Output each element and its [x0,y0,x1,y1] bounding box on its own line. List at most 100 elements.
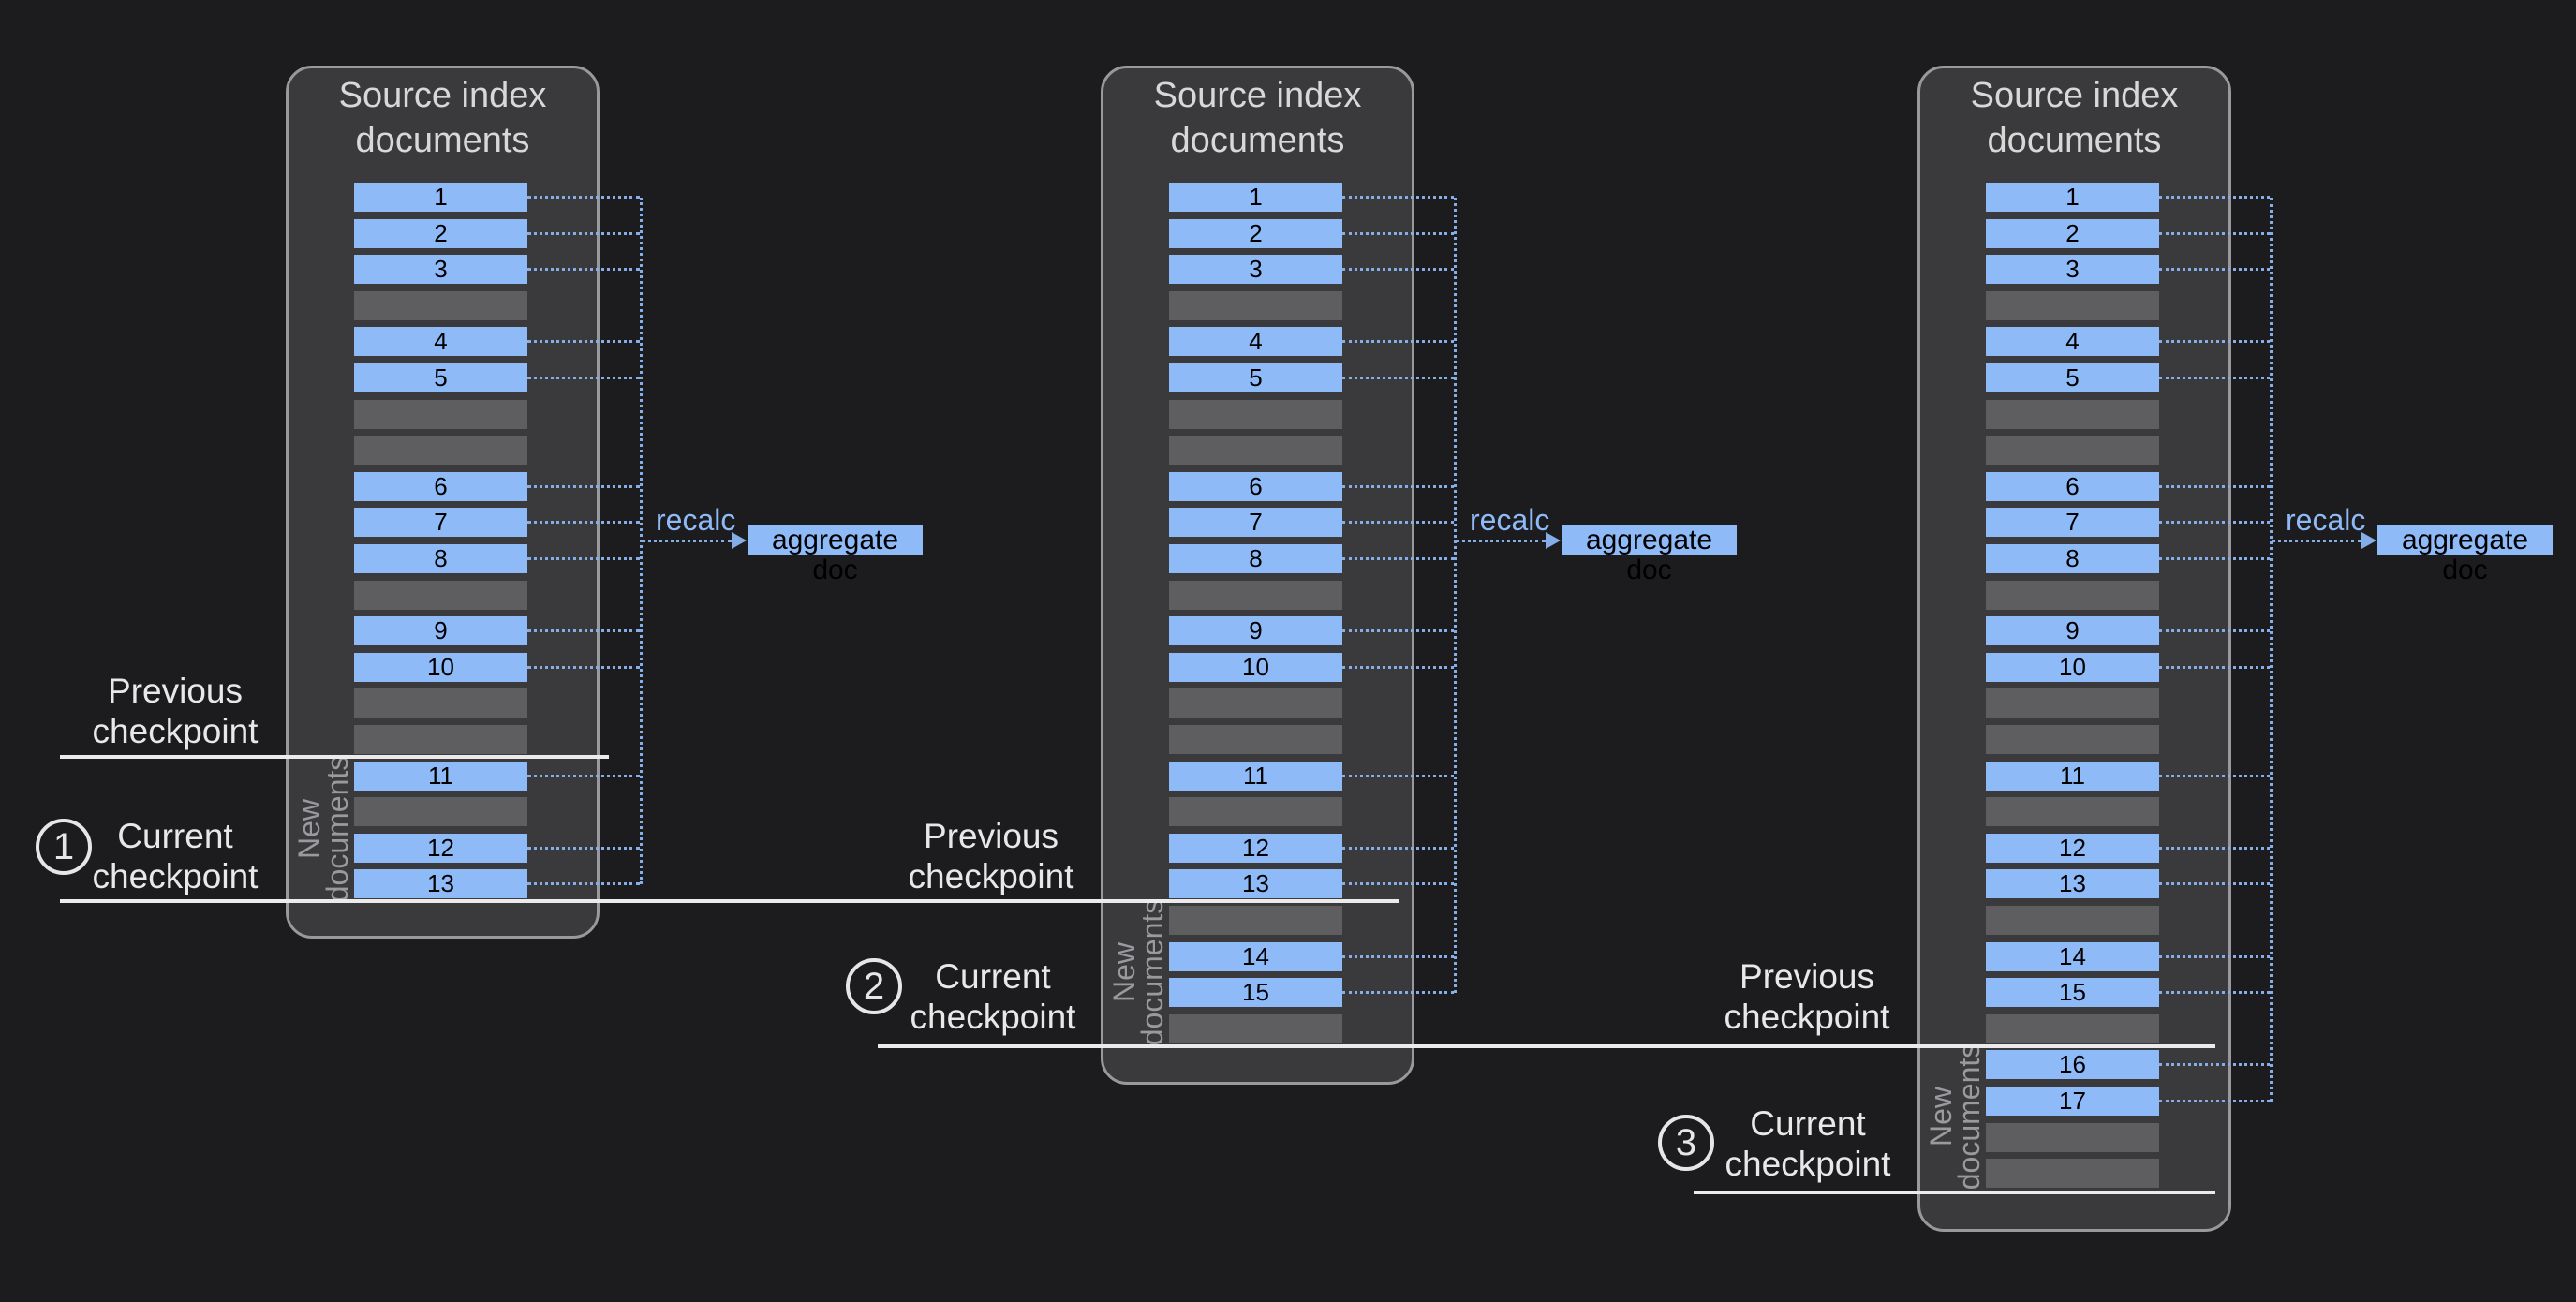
checkpoint-label-line: Previous [108,672,243,710]
doc-row: 1 [1986,183,2159,212]
doc-row: 11 [1986,762,2159,791]
checkpoint-label-line: checkpoint [908,857,1074,895]
bracket-line [640,198,643,884]
row-connector-line [2159,882,2270,885]
row-connector-line [1342,377,1454,379]
doc-row: 7 [1986,508,2159,537]
empty-row [1986,725,2159,754]
doc-row: 12 [1169,834,1342,863]
row-connector-line [1342,991,1454,994]
recalc-arrow [2272,540,2361,542]
panel-title-line: Source index [1970,76,2179,115]
doc-row: 4 [1986,327,2159,356]
doc-row: 6 [1986,472,2159,501]
row-connector-line [2159,268,2270,271]
row-connector-line [527,557,640,560]
doc-row: 15 [1986,978,2159,1007]
doc-row: 7 [354,508,527,537]
bracket-line [1454,198,1457,993]
row-connector-line [1342,882,1454,885]
row-connector-line [2159,377,2270,379]
row-connector-line [1342,340,1454,343]
row-connector-line [527,377,640,379]
panel-title-line: Source index [338,76,547,115]
row-connector-line [2159,485,2270,488]
empty-row [354,291,527,320]
empty-row [1986,1123,2159,1152]
checkpoint-line [60,755,609,759]
doc-row: 13 [354,869,527,898]
empty-row [1169,581,1342,610]
doc-row: 14 [1169,942,1342,971]
empty-row [1169,725,1342,754]
doc-row: 15 [1169,978,1342,1007]
doc-row: 9 [1986,616,2159,645]
empty-row [1169,797,1342,826]
checkpoint-label-line: Previous [924,817,1059,855]
empty-row [1169,291,1342,320]
checkpoint-label-line: Current [1750,1104,1866,1143]
checkpoint-label-line: checkpoint [1724,998,1890,1036]
recalc-arrow [642,540,732,542]
empty-row [354,797,527,826]
row-connector-line [1342,557,1454,560]
recalc-label: recalc [656,503,736,537]
doc-row: 6 [354,472,527,501]
doc-row: 11 [354,762,527,791]
empty-row [354,688,527,718]
row-connector-line [2159,847,2270,850]
doc-row: 6 [1169,472,1342,501]
empty-row [1169,436,1342,465]
doc-row: 3 [354,255,527,284]
doc-row: 9 [1169,616,1342,645]
doc-row: 9 [354,616,527,645]
empty-row [1986,1159,2159,1188]
aggregate-doc-box: aggregate doc [1562,525,1737,585]
doc-row: 10 [1986,653,2159,682]
panel-title-line: Source index [1153,76,1362,115]
doc-row: 16 [1986,1050,2159,1079]
recalc-arrowhead-icon [2361,532,2376,549]
row-connector-line [527,629,640,632]
row-connector-line [527,196,640,199]
row-connector-line [1342,666,1454,669]
empty-row [1169,688,1342,718]
checkpoint-line [60,899,1399,903]
row-connector-line [527,847,640,850]
recalc-arrow [1456,540,1546,542]
step-circle: 2 [846,958,902,1014]
recalc-arrowhead-icon [1546,532,1561,549]
row-connector-line [2159,196,2270,199]
empty-row [1169,1014,1342,1043]
empty-row [1986,581,2159,610]
row-connector-line [527,775,640,777]
checkpoint-label-line: Current [935,957,1051,996]
doc-row: 2 [1986,219,2159,248]
empty-row [1986,797,2159,826]
empty-row [354,581,527,610]
row-connector-line [1342,485,1454,488]
row-connector-line [527,268,640,271]
row-connector-line [1342,775,1454,777]
empty-row [1986,291,2159,320]
row-connector-line [527,521,640,524]
checkpoint-label-line: Previous [1740,957,1874,996]
row-connector-line [2159,1063,2270,1066]
recalc-arrowhead-icon [732,532,747,549]
row-connector-line [1342,268,1454,271]
aggregate-doc-box: aggregate doc [748,525,923,585]
doc-row: 3 [1986,255,2159,284]
doc-row: 3 [1169,255,1342,284]
empty-row [1986,906,2159,935]
checkpoint-label-line: checkpoint [92,712,259,750]
checkpoint-label-line: checkpoint [92,857,259,895]
row-connector-line [2159,629,2270,632]
doc-row: 4 [1169,327,1342,356]
